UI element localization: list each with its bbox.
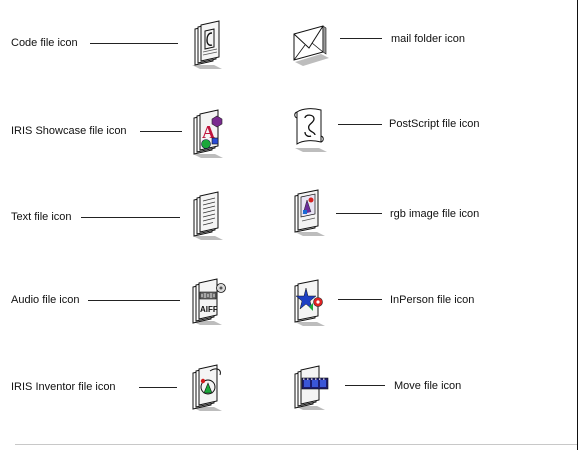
- inperson-file-icon: [289, 276, 329, 328]
- right-border-rule: [577, 0, 578, 450]
- leader-line: [81, 217, 180, 218]
- label-rgb-image-file-icon: rgb image file icon: [390, 208, 480, 220]
- audio-file-icon: AIFF: [186, 275, 226, 327]
- code-file-icon: [186, 19, 226, 71]
- rgb-image-file-icon: [289, 186, 329, 238]
- svg-text:A: A: [202, 122, 215, 142]
- leader-line: [340, 38, 382, 39]
- iris-inventor-file-icon: [186, 361, 226, 413]
- label-text-file-icon: Text file icon: [11, 211, 72, 223]
- leader-line: [336, 213, 382, 214]
- text-file-icon: [187, 190, 227, 242]
- leader-line: [338, 299, 382, 300]
- label-iris-showcase-file-icon: IRIS Showcase file icon: [11, 125, 127, 137]
- leader-line: [90, 43, 178, 44]
- leader-line: [139, 387, 177, 388]
- label-postscript-file-icon: PostScript file icon: [389, 118, 480, 130]
- postscript-file-icon: [289, 104, 329, 156]
- leader-line: [345, 385, 385, 386]
- move-file-icon: [289, 360, 329, 412]
- label-move-file-icon: Move file icon: [394, 380, 462, 392]
- label-iris-inventor-file-icon: IRIS Inventor file icon: [11, 381, 116, 393]
- leader-line: [338, 124, 382, 125]
- svg-text:AIFF: AIFF: [200, 305, 218, 314]
- mail-folder-icon: [291, 18, 331, 70]
- leader-line: [88, 300, 180, 301]
- bottom-border-rule: [15, 444, 577, 445]
- label-mail-folder-icon: mail folder icon: [391, 33, 465, 45]
- leader-line: [140, 131, 182, 132]
- label-inperson-file-icon: InPerson file icon: [390, 294, 475, 306]
- label-audio-file-icon: Audio file icon: [11, 294, 80, 306]
- iris-showcase-file-icon: A: [187, 108, 227, 160]
- label-code-file-icon: Code file icon: [11, 37, 78, 49]
